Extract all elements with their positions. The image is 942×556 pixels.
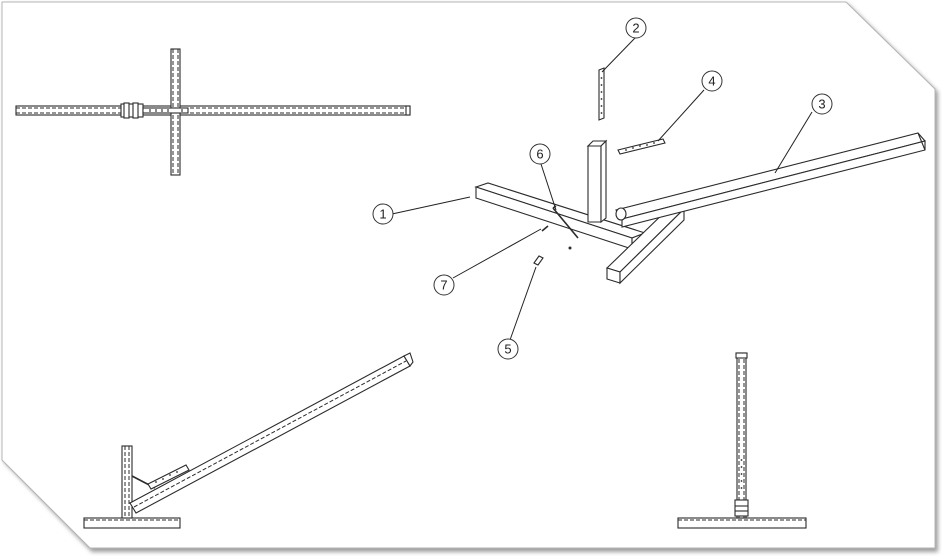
side-view (83, 352, 414, 529)
svg-text:2: 2 (632, 21, 639, 36)
leader-lines (391, 37, 813, 341)
top-view (15, 48, 411, 176)
isometric-view (474, 67, 927, 285)
svg-text:3: 3 (818, 97, 825, 112)
svg-text:7: 7 (440, 278, 447, 293)
balloon-4: 4 (701, 70, 723, 92)
front-view (677, 352, 807, 529)
balloon-3: 3 (811, 93, 833, 115)
svg-text:6: 6 (536, 147, 543, 162)
balloon-6: 6 (529, 143, 551, 165)
balloon-7: 7 (433, 274, 455, 296)
svg-text:4: 4 (708, 74, 715, 89)
svg-text:5: 5 (504, 342, 511, 357)
balloon-1: 1 (372, 203, 394, 225)
balloon-5: 5 (497, 338, 519, 360)
balloon-2: 2 (625, 17, 647, 39)
svg-text:1: 1 (379, 207, 386, 222)
